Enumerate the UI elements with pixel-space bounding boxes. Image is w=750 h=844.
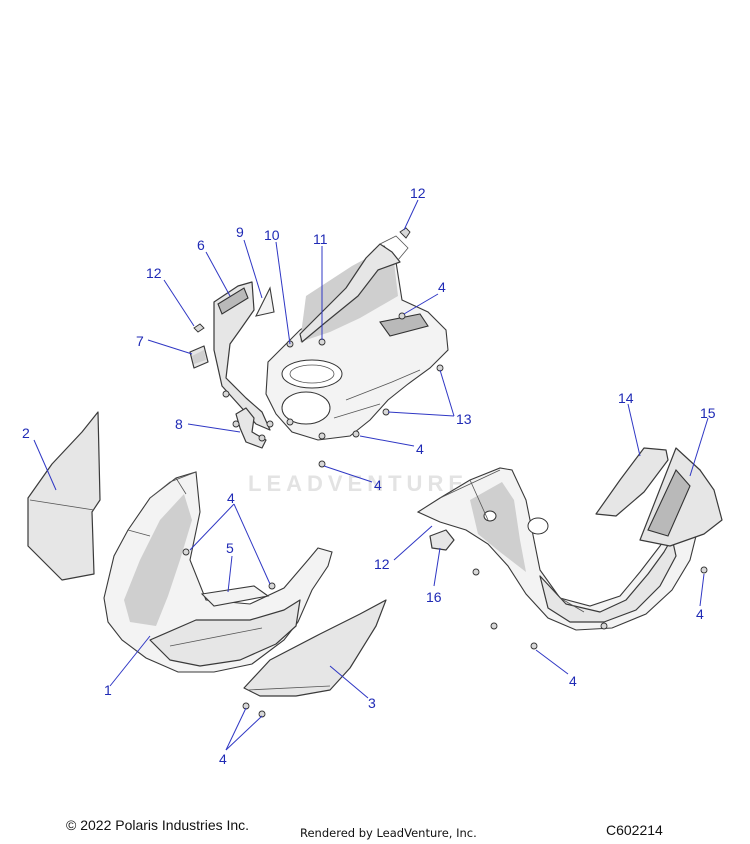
rear-skid-inner-rail — [539, 537, 677, 623]
part-16-block[interactable] — [429, 529, 455, 551]
fastener-12-top — [399, 227, 411, 239]
callout-14[interactable]: 14 — [618, 390, 634, 406]
part-5-plate[interactable] — [200, 585, 270, 607]
part-14-panel[interactable] — [595, 447, 669, 517]
callout-1[interactable]: 1 — [104, 682, 112, 698]
part-3-side-panel[interactable] — [243, 599, 387, 697]
callout-4[interactable]: 4 — [438, 279, 446, 295]
leader-lines — [33, 199, 709, 751]
callout-4[interactable]: 4 — [696, 606, 704, 622]
diagram-id: C602214 — [606, 822, 663, 838]
front-skid-assembly — [27, 411, 387, 718]
part-10-lower-opening — [281, 391, 331, 425]
rear-skid-assembly — [416, 447, 723, 650]
callout-12[interactable]: 12 — [410, 185, 426, 201]
callout-15[interactable]: 15 — [700, 405, 716, 421]
watermark-text: LEADVENTURE — [248, 471, 468, 496]
part-2-side-panel[interactable] — [27, 411, 101, 581]
part-10-slot — [379, 313, 429, 337]
callout-11[interactable]: 11 — [313, 231, 328, 247]
upper-skid-plate-assembly — [189, 227, 449, 468]
callout-4[interactable]: 4 — [219, 751, 227, 767]
part-9-panel[interactable] — [254, 286, 275, 317]
front-skid-fasteners — [182, 548, 276, 718]
callout-4[interactable]: 4 — [374, 477, 382, 493]
callout-10[interactable]: 10 — [264, 227, 280, 243]
callout-12[interactable]: 12 — [374, 556, 390, 572]
rear-skid-fasteners — [472, 566, 708, 650]
part-1-inner-shelf — [149, 599, 301, 667]
rendered-by-text: Rendered by LeadVenture, Inc. — [300, 826, 477, 840]
callout-4[interactable]: 4 — [569, 673, 577, 689]
callout-12[interactable]: 12 — [146, 265, 162, 281]
callout-5[interactable]: 5 — [226, 540, 234, 556]
copyright-text: © 2022 Polaris Industries Inc. — [66, 817, 250, 833]
callout-6[interactable]: 6 — [197, 237, 205, 253]
rear-skid-hole — [527, 517, 549, 535]
part-10-round-opening — [281, 359, 343, 389]
callout-8[interactable]: 8 — [175, 416, 183, 432]
callout-4[interactable]: 4 — [227, 490, 235, 506]
callout-numbers: 12 9 10 11 6 12 4 7 13 8 4 4 2 14 15 4 5… — [22, 185, 716, 767]
part-10-side-rail — [299, 243, 401, 343]
callout-9[interactable]: 9 — [236, 224, 244, 240]
callout-13[interactable]: 13 — [456, 411, 472, 427]
callout-16[interactable]: 16 — [426, 589, 442, 605]
part-10-rail-tab — [379, 235, 409, 261]
callout-3[interactable]: 3 — [368, 695, 376, 711]
fastener-12-left — [193, 323, 205, 333]
callout-7[interactable]: 7 — [136, 333, 144, 349]
callout-4[interactable]: 4 — [416, 441, 424, 457]
callout-2[interactable]: 2 — [22, 425, 30, 441]
part-8-bracket[interactable] — [235, 407, 267, 449]
